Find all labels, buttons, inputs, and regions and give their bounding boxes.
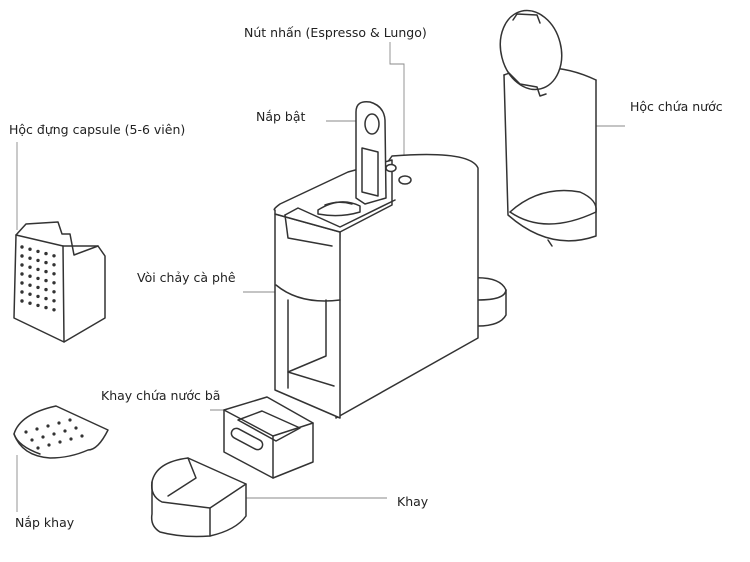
vent-hole bbox=[44, 269, 48, 274]
vent-hole bbox=[28, 301, 32, 305]
vent-hole bbox=[52, 290, 56, 294]
espresso-button bbox=[385, 163, 397, 173]
vent-hole bbox=[36, 303, 40, 308]
vent-hole bbox=[24, 430, 28, 434]
vent-hole bbox=[63, 429, 67, 433]
vent-hole bbox=[58, 440, 62, 444]
machine-body bbox=[273, 153, 507, 419]
vent-hole bbox=[52, 263, 56, 267]
vent-hole bbox=[20, 281, 24, 285]
vent-hole bbox=[74, 426, 78, 430]
vent-hole bbox=[28, 256, 32, 260]
vent-hole bbox=[52, 299, 56, 303]
vent-hole bbox=[44, 305, 48, 310]
vent-hole bbox=[36, 258, 40, 263]
vent-hole bbox=[44, 287, 48, 292]
tray-lid-holes bbox=[24, 418, 84, 450]
vent-hole bbox=[30, 438, 34, 442]
label-lid: Nắp bật bbox=[256, 109, 306, 124]
vent-hole bbox=[20, 290, 24, 294]
capsule-bin-vent-holes bbox=[20, 245, 56, 312]
vent-hole bbox=[36, 276, 40, 281]
vent-hole bbox=[20, 272, 24, 276]
tray-lid bbox=[13, 405, 109, 459]
vent-hole bbox=[28, 283, 32, 287]
vent-hole bbox=[44, 278, 48, 283]
vent-hole bbox=[52, 254, 56, 258]
vent-hole bbox=[36, 285, 40, 290]
vent-hole bbox=[80, 434, 84, 438]
vent-hole bbox=[20, 245, 24, 249]
vent-hole bbox=[57, 421, 61, 425]
label-buttons: Nút nhấn (Espresso & Lungo) bbox=[244, 25, 427, 40]
water-tank bbox=[499, 9, 597, 247]
vent-hole bbox=[28, 265, 32, 269]
vent-hole bbox=[28, 292, 32, 296]
label-spout: Vòi chảy cà phê bbox=[137, 270, 236, 285]
vent-hole bbox=[68, 418, 72, 422]
machine-front bbox=[274, 213, 341, 419]
tray bbox=[150, 457, 247, 538]
label-tray: Khay bbox=[397, 494, 429, 509]
vent-hole bbox=[28, 274, 32, 278]
label-water-tank: Hộc chứa nước bbox=[630, 99, 723, 114]
vent-hole bbox=[44, 296, 48, 301]
vent-hole bbox=[36, 267, 40, 272]
vent-hole bbox=[44, 251, 48, 256]
leader-buttons bbox=[389, 42, 405, 172]
drip-bin-handle bbox=[230, 427, 264, 451]
vent-hole bbox=[41, 435, 45, 439]
vent-hole bbox=[36, 446, 40, 450]
spout-cavity bbox=[287, 299, 327, 389]
vent-hole bbox=[46, 424, 50, 428]
vent-hole bbox=[35, 427, 39, 431]
label-drip-bin: Khay chứa nước bã bbox=[101, 388, 220, 403]
vent-hole bbox=[52, 281, 56, 285]
machine-foot bbox=[469, 277, 507, 327]
label-capsule-bin: Hộc đựng capsule (5-6 viên) bbox=[9, 122, 185, 137]
lungo-button bbox=[398, 175, 412, 185]
capsule-bin bbox=[13, 221, 106, 343]
vent-hole bbox=[69, 437, 73, 441]
vent-hole bbox=[20, 254, 24, 258]
vent-hole bbox=[52, 308, 56, 312]
vent-hole bbox=[52, 432, 56, 436]
vent-hole bbox=[52, 272, 56, 276]
vent-hole bbox=[20, 263, 24, 267]
vent-hole bbox=[36, 294, 40, 299]
vent-hole bbox=[47, 443, 51, 447]
water-tank-lid bbox=[499, 9, 563, 91]
vent-hole bbox=[44, 260, 48, 265]
drip-bin bbox=[223, 396, 314, 479]
flip-lid bbox=[355, 100, 387, 205]
label-tray-lid: Nắp khay bbox=[15, 515, 75, 530]
vent-hole bbox=[20, 299, 24, 303]
vent-hole bbox=[36, 249, 40, 254]
vent-hole bbox=[28, 247, 32, 251]
